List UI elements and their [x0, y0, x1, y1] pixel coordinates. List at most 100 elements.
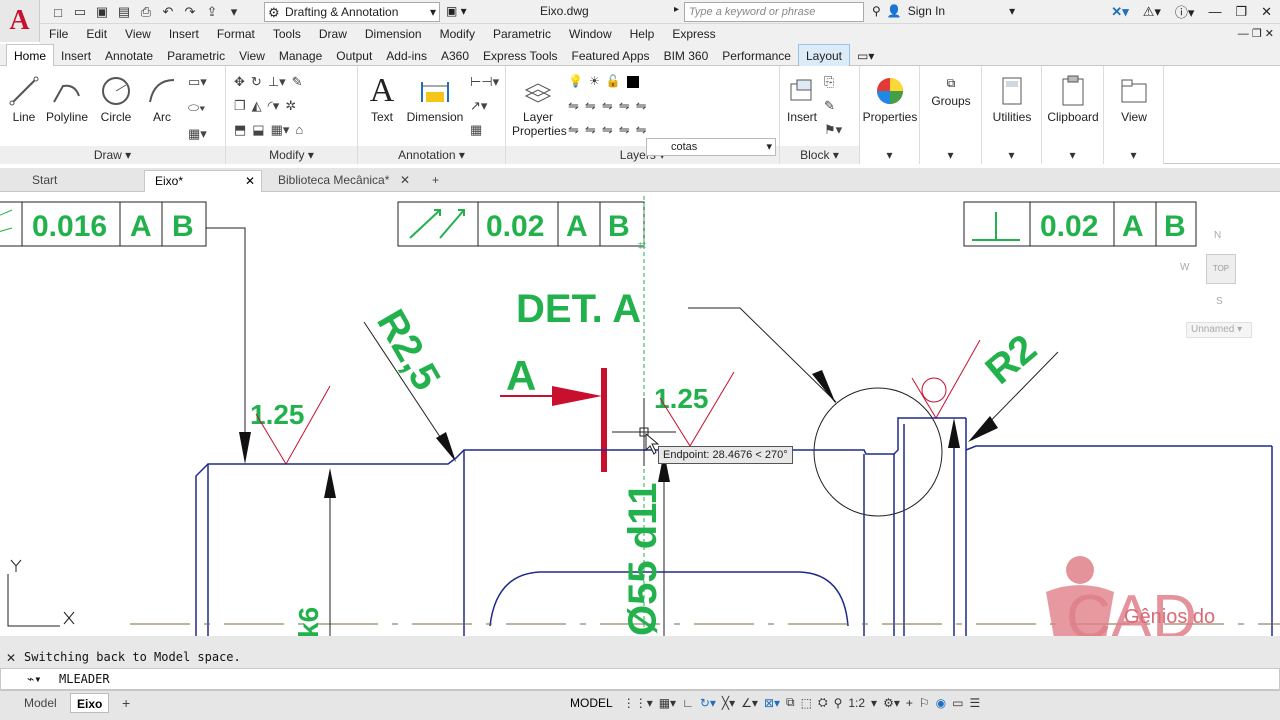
- redo-icon[interactable]: ↷: [184, 4, 196, 19]
- undo-icon[interactable]: ↶: [162, 4, 174, 19]
- stretch-icon[interactable]: ⬒: [234, 122, 247, 137]
- snap-icon[interactable]: ▦▾: [658, 695, 677, 710]
- draw-panel-title[interactable]: Draw ▾: [0, 146, 225, 164]
- layer-tool-icon[interactable]: ⇋: [601, 98, 613, 113]
- menu-modify[interactable]: Modify: [439, 27, 475, 41]
- fillet-icon[interactable]: ◜▾: [267, 98, 280, 113]
- workspace-menu-icon[interactable]: ▣ ▾: [446, 4, 467, 18]
- tab-eixo[interactable]: Eixo*✕: [144, 170, 262, 192]
- modify-panel-title[interactable]: Modify ▾: [226, 146, 357, 164]
- annotation-visibility-icon[interactable]: ⛭: [817, 695, 828, 709]
- groups-panel[interactable]: ⧉ Groups ▾: [920, 66, 982, 164]
- new-file-icon[interactable]: □: [54, 4, 62, 20]
- tab-a360[interactable]: A360: [440, 49, 470, 63]
- mirror-icon[interactable]: ◭: [251, 98, 262, 113]
- help-icon[interactable]: ⓘ▾: [1174, 5, 1195, 20]
- linear-dim-icon[interactable]: ⊢⊣▾: [470, 74, 500, 89]
- menu-edit[interactable]: Edit: [86, 27, 108, 41]
- tab-start[interactable]: Start: [32, 173, 58, 187]
- menu-insert[interactable]: Insert: [168, 27, 199, 41]
- create-block-icon[interactable]: ⎘: [824, 74, 835, 89]
- clipboard-panel[interactable]: Clipboard ▾: [1042, 66, 1104, 164]
- menu-dimension[interactable]: Dimension: [364, 27, 422, 41]
- copy-icon[interactable]: ❐: [234, 98, 246, 113]
- table-icon[interactable]: ▦: [470, 122, 483, 137]
- sun-icon[interactable]: ☀: [588, 74, 600, 88]
- polyline-button[interactable]: Polyline: [44, 72, 90, 124]
- tab-biblioteca[interactable]: Biblioteca Mecânica*✕: [268, 170, 416, 192]
- tab-featured-apps[interactable]: Featured Apps: [571, 49, 650, 63]
- layout-tab-eixo[interactable]: Eixo: [70, 693, 110, 713]
- menu-tools[interactable]: Tools: [272, 27, 301, 41]
- view-panel[interactable]: View ▾: [1104, 66, 1164, 164]
- chevron-down-icon[interactable]: ▾: [982, 146, 1041, 164]
- sign-in-area[interactable]: ⚲ 👤 Sign In ▾: [872, 4, 1015, 18]
- close-icon[interactable]: ✕: [1261, 3, 1272, 19]
- layer-tool-icon[interactable]: ⇋: [635, 122, 647, 137]
- grid-icon[interactable]: ⋮⋮▾: [622, 695, 653, 710]
- add-layout-button[interactable]: +: [122, 695, 131, 711]
- tab-annotate[interactable]: Annotate: [105, 49, 154, 63]
- object-snap-icon[interactable]: ╳▾: [721, 695, 736, 710]
- groups-button[interactable]: ⧉ Groups: [920, 72, 982, 109]
- sign-in-link[interactable]: Sign In: [907, 4, 946, 18]
- tab-view[interactable]: View: [239, 49, 265, 63]
- tab-parametric[interactable]: Parametric: [167, 49, 226, 63]
- dropdown-icon[interactable]: ▾: [230, 4, 238, 19]
- chevron-down-icon[interactable]: ▾: [1104, 146, 1163, 164]
- utilities-button[interactable]: Utilities: [982, 72, 1042, 124]
- trim-icon[interactable]: ⊥▾: [267, 74, 286, 89]
- layer-tool-icon[interactable]: ⇋: [568, 122, 579, 137]
- tab-bim-360[interactable]: BIM 360: [663, 49, 709, 63]
- isolate-icon[interactable]: ⚐: [918, 695, 930, 710]
- layer-tool-icon[interactable]: ⇋: [584, 98, 596, 113]
- restore-icon[interactable]: ❐: [1235, 3, 1248, 19]
- clipboard-button[interactable]: Clipboard: [1042, 72, 1104, 124]
- insert-button[interactable]: Insert: [784, 72, 820, 124]
- layer-properties-button[interactable]: Layer Properties: [512, 72, 567, 138]
- close-icon[interactable]: ✕: [399, 173, 410, 187]
- close-icon[interactable]: ✕: [6, 651, 17, 665]
- open-folder-icon[interactable]: ▭: [73, 4, 87, 19]
- rectangle-icon[interactable]: ▭▾: [188, 74, 207, 89]
- rotate-icon[interactable]: ↻: [250, 74, 262, 89]
- offset-icon[interactable]: ⌂: [295, 122, 304, 137]
- document-window-controls[interactable]: — ❐ ✕: [1237, 28, 1274, 40]
- menu-express[interactable]: Express: [672, 27, 716, 41]
- layer-tool-icon[interactable]: ⇋: [584, 122, 596, 137]
- chevron-down-icon[interactable]: ▾: [1042, 146, 1103, 164]
- arc-button[interactable]: Arc: [142, 72, 182, 124]
- application-menu-button[interactable]: A: [0, 0, 40, 42]
- chevron-down-icon[interactable]: ▾: [1009, 4, 1016, 18]
- scale-icon[interactable]: ⬓: [252, 122, 265, 137]
- view-button[interactable]: View: [1104, 72, 1164, 124]
- menu-file[interactable]: File: [49, 27, 69, 41]
- menu-draw[interactable]: Draw: [318, 27, 347, 41]
- annotation-panel-title[interactable]: Annotation ▾: [358, 146, 505, 164]
- new-tab-button[interactable]: +: [432, 173, 440, 187]
- menu-format[interactable]: Format: [216, 27, 255, 41]
- chevron-down-icon[interactable]: ▾: [871, 695, 878, 710]
- save-icon[interactable]: ▣: [95, 4, 109, 19]
- save-as-icon[interactable]: ▤: [117, 4, 131, 19]
- leader-icon[interactable]: ↗▾: [470, 98, 488, 113]
- hardware-accel-icon[interactable]: ◉: [935, 695, 947, 710]
- viewcube-top[interactable]: TOP: [1206, 254, 1236, 284]
- chevron-down-icon[interactable]: ▾: [860, 146, 919, 164]
- transparency-icon[interactable]: ⧉: [786, 695, 795, 709]
- array-icon[interactable]: ▦▾: [270, 122, 290, 137]
- line-button[interactable]: Line: [6, 72, 42, 124]
- ribbon-options-icon[interactable]: ▭▾: [857, 49, 875, 63]
- layer-tool-icon[interactable]: ⇋: [618, 98, 630, 113]
- menu-parametric[interactable]: Parametric: [492, 27, 551, 41]
- binoculars-icon[interactable]: ⚲: [872, 4, 881, 18]
- clean-screen-icon[interactable]: ▭: [952, 695, 964, 710]
- layer-tool-icon[interactable]: ⇋: [568, 98, 579, 113]
- tab-home[interactable]: Home: [6, 44, 55, 68]
- hatch-icon[interactable]: ▦▾: [188, 126, 207, 141]
- properties-button[interactable]: Properties: [860, 72, 920, 124]
- chevron-down-icon[interactable]: ▾: [920, 146, 981, 164]
- tab-layout[interactable]: Layout: [797, 44, 850, 68]
- minimize-icon[interactable]: —: [1208, 4, 1222, 19]
- share-icon[interactable]: ⇪: [206, 4, 218, 19]
